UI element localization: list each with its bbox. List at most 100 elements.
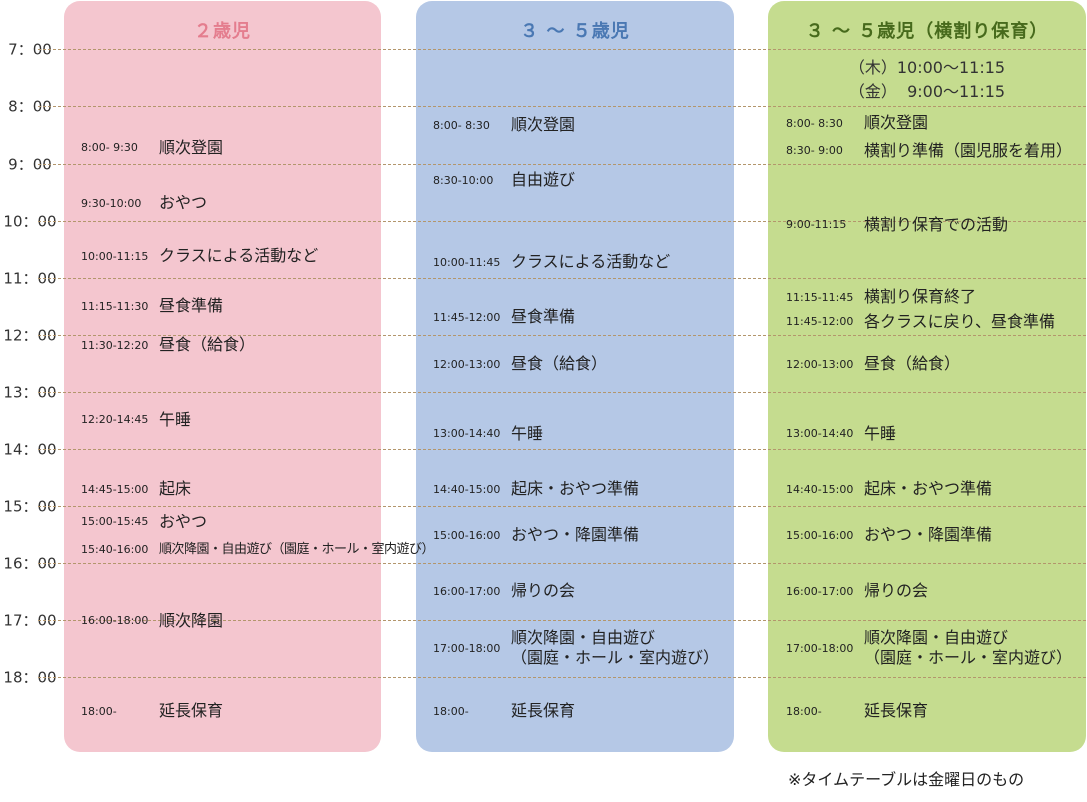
item-activity: 午睡 <box>159 409 192 429</box>
hour-label: 18：00 <box>3 668 57 687</box>
item-time: 12:20-14:45 <box>81 413 149 426</box>
hour-label: 12：00 <box>3 326 57 345</box>
item-time: 14:40-15:00 <box>786 482 854 496</box>
item-activity: 自由遊び <box>511 170 576 189</box>
item-activity: 順次降園 <box>159 610 224 630</box>
hour-gridline <box>38 278 1086 279</box>
item-time: 17:00-18:00 <box>786 641 854 655</box>
column-title: ３ ～ ５歳児 <box>520 21 630 42</box>
item-activity: 帰りの会 <box>511 581 576 600</box>
item-activity: 延長保育 <box>511 701 576 720</box>
item-time: 14:45-15:00 <box>81 482 149 496</box>
hour-gridline <box>38 335 1086 336</box>
hour-gridline <box>38 677 1086 678</box>
schedule-item: 18:00- 延長保育 <box>75 682 370 740</box>
item-activity: 起床 <box>159 479 192 498</box>
schedule-item: 15:00-16:00 おやつ・降園準備 <box>780 511 1075 559</box>
item-activity: 午睡 <box>511 423 544 443</box>
item-activity: 延長保育 <box>864 701 929 720</box>
hour-label: 16：00 <box>3 554 57 573</box>
schedule-item: 11:15-11:30 昼食準備 <box>75 293 370 319</box>
item-time: 16:00-17:00 <box>433 584 501 598</box>
item-activity: 昼食（給食） <box>159 335 256 354</box>
item-time: 10:00-11:15 <box>81 249 149 263</box>
column-3-5yo-yokowari: ３ ～ ５歳児（横割り保育） （木）10:00～11:15 （金） 9:00～1… <box>768 1 1086 752</box>
hour-label: 8：00 <box>8 97 52 116</box>
schedule-item: 11:30-12:20 昼食（給食） <box>75 325 370 365</box>
item-activity: 各クラスに戻り、昼食準備 <box>864 311 1056 331</box>
item-time: 15:00-16:00 <box>786 528 854 542</box>
item-activity: クラスによる活動など <box>159 246 319 265</box>
schedule-item: 18:00- 延長保育 <box>427 682 722 740</box>
schedule-item: 11:15-11:45 横割り保育終了 <box>780 286 1075 308</box>
item-time: 13:00-14:40 <box>786 427 854 440</box>
column-title: ２歳児 <box>194 21 251 42</box>
hour-gridline <box>38 563 1086 564</box>
item-time: 15:00-15:45 <box>81 515 149 528</box>
item-activity: 帰りの会 <box>864 581 929 600</box>
schedule-item: 8:00- 8:30 順次登園 <box>780 112 1075 134</box>
hour-label: 14：00 <box>3 440 57 459</box>
item-activity: 順次降園・自由遊び （園庭・ホール・室内遊び） <box>511 628 720 667</box>
item-time: 18:00- <box>81 704 117 718</box>
column-3-5yo: ３ ～ ５歳児 <box>416 1 734 752</box>
schedule-item: 14:40-15:00 起床・おやつ準備 <box>427 476 722 502</box>
item-activity: 昼食（給食） <box>864 354 961 373</box>
item-time: 8:30- 9:00 <box>786 144 843 157</box>
schedule-item: 14:45-15:00 起床 <box>75 476 370 502</box>
item-time: 13:00-14:40 <box>433 427 501 440</box>
schedule-item: 16:00-17:00 帰りの会 <box>427 567 722 615</box>
item-time: 16:00-18:00 <box>81 614 149 627</box>
item-time: 11:45-12:00 <box>433 310 501 324</box>
footnote: ※タイムテーブルは金曜日のもの <box>788 770 1025 789</box>
item-activity: 昼食（給食） <box>511 354 608 373</box>
schedule-item: 18:00- 延長保育 <box>780 682 1075 740</box>
item-time: 8:00- 8:30 <box>786 116 843 130</box>
schedule-item: 11:45-12:00 各クラスに戻り、昼食準備 <box>780 310 1075 333</box>
item-activity: 横割り保育終了 <box>864 287 977 306</box>
schedule-item: 17:00-18:00 順次降園・自由遊び （園庭・ホール・室内遊び） <box>427 624 722 672</box>
item-activity: おやつ <box>159 193 208 212</box>
item-activity: 横割り保育での活動 <box>864 214 1009 234</box>
column-title: ３ ～ ５歳児（横割り保育） <box>805 21 1049 42</box>
item-activity: 起床・おやつ準備 <box>864 479 993 498</box>
item-time: 11:15-11:30 <box>81 299 149 313</box>
item-time: 9:00-11:15 <box>786 218 847 231</box>
schedule-item: 9:00-11:15 横割り保育での活動 <box>780 168 1075 281</box>
schedule-item: 12:00-13:00 昼食（給食） <box>427 340 722 388</box>
item-time: 9:30-10:00 <box>81 196 142 210</box>
hour-gridline <box>38 449 1086 450</box>
schedule-item: 16:00-17:00 帰りの会 <box>780 567 1075 615</box>
hour-label: 7：00 <box>8 40 52 59</box>
item-time: 17:00-18:00 <box>433 641 501 655</box>
schedule-item: 10:00-11:15 クラスによる活動など <box>75 224 370 288</box>
hour-gridline <box>38 106 1086 107</box>
item-activity: 午睡 <box>864 423 897 443</box>
item-activity: おやつ・降園準備 <box>864 525 993 544</box>
item-activity: 順次登園 <box>864 113 929 132</box>
item-time: 14:40-15:00 <box>433 482 501 496</box>
item-activity: 延長保育 <box>159 701 224 720</box>
item-activity: 横割り準備（園児服を着用） <box>864 140 1073 160</box>
hour-gridline <box>38 620 1086 621</box>
item-activity: おやつ・降園準備 <box>511 525 640 544</box>
item-time: 10:00-11:45 <box>433 255 501 269</box>
hour-axis: 7：00 8：00 9：00 10：00 11：00 12：00 13：00 1… <box>0 0 60 802</box>
schedule-item: 12:00-13:00 昼食（給食） <box>780 340 1075 388</box>
schedule-item: 15:40-16:00 順次降園・自由遊び（園庭・ホール・室内遊び） <box>75 537 435 562</box>
hour-gridline <box>38 221 1086 222</box>
item-activity: 順次降園・自由遊び （園庭・ホール・室内遊び） <box>864 628 1073 667</box>
item-time: 8:00- 9:30 <box>81 141 138 154</box>
item-time: 12:00-13:00 <box>433 357 501 371</box>
schedule-item: 13:00-14:40 午睡 <box>780 397 1075 470</box>
hour-label: 13：00 <box>3 383 57 402</box>
schedule-item: 8:00- 8:30 順次登園 <box>427 112 722 138</box>
schedule-item: 8:00- 9:30 順次登園 <box>75 111 370 184</box>
item-time: 11:30-12:20 <box>81 338 149 352</box>
item-time: 18:00- <box>433 704 469 718</box>
hour-gridline <box>38 164 1086 165</box>
hour-label: 9：00 <box>8 155 52 174</box>
schedule-item: 10:00-11:45 クラスによる活動など <box>427 226 722 298</box>
item-time: 8:00- 8:30 <box>433 118 490 132</box>
schedule-item: 15:00-15:45 おやつ <box>75 509 370 534</box>
